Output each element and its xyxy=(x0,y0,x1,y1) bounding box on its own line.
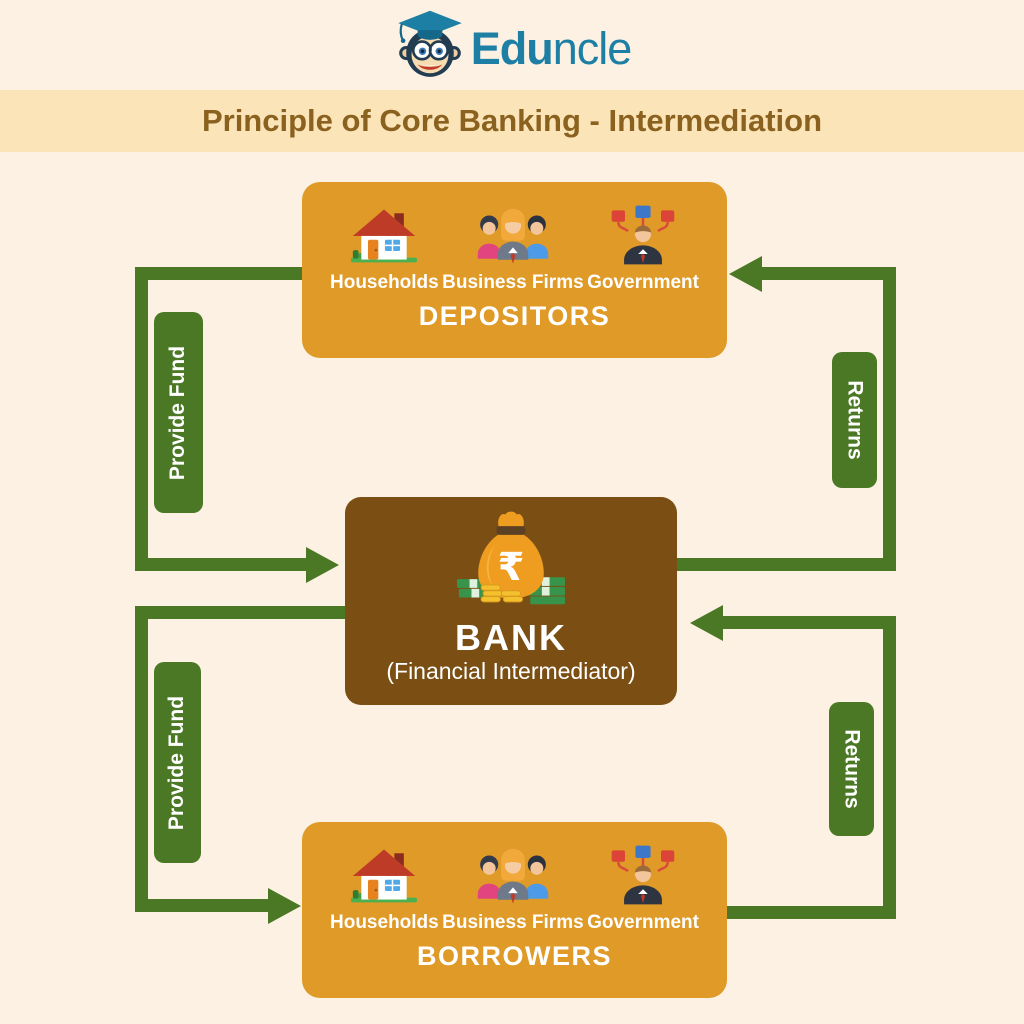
provide-fund-bottom-arrowhead-icon xyxy=(268,888,301,924)
depositors-government: Government xyxy=(587,200,699,294)
provide-fund-top-arrowhead-icon xyxy=(306,547,339,583)
eduncle-logo: Eduncle xyxy=(0,8,1024,88)
business-people-icon xyxy=(473,840,553,906)
business-firms-label: Business Firms xyxy=(442,272,584,293)
provide-fund-bottom-line-h2 xyxy=(135,899,270,912)
brand-wordmark: Eduncle xyxy=(470,22,633,74)
house-icon xyxy=(350,840,418,906)
title-banner: Principle of Core Banking - Intermediati… xyxy=(0,90,1024,152)
returns-top-line-h1 xyxy=(675,558,896,571)
borrowers-members-row: Households xyxy=(302,822,727,934)
brand-text-bold: Edu xyxy=(470,22,554,74)
borrowers-government: Government xyxy=(587,840,699,934)
bank-box: ₹ BANK (Financial Intermediator) xyxy=(345,497,677,705)
provide-fund-top-line-h2 xyxy=(135,558,306,571)
business-people-icon xyxy=(473,200,553,266)
house-icon xyxy=(350,200,418,266)
borrowers-households: Households xyxy=(330,840,439,934)
monkey-graduate-icon xyxy=(393,9,467,88)
returns-bottom-line-h2 xyxy=(715,616,896,629)
money-bag-rupee-icon: ₹ xyxy=(345,497,677,619)
svg-text:₹: ₹ xyxy=(498,545,525,590)
page-title: Principle of Core Banking - Intermediati… xyxy=(201,103,823,138)
households-label: Households xyxy=(330,272,439,293)
provide-fund-top-line-v xyxy=(135,267,148,571)
provide-fund-bottom-label-text: Provide Fund xyxy=(165,695,189,830)
depositors-box: Households xyxy=(302,182,727,358)
bank-subtitle: (Financial Intermediator) xyxy=(386,657,636,684)
returns-top-line-v xyxy=(883,267,896,571)
org-chart-person-icon xyxy=(607,200,679,266)
provide-fund-top-label-text: Provide Fund xyxy=(166,345,190,480)
government-label: Government xyxy=(587,912,699,933)
returns-bottom-arrowhead-icon xyxy=(690,605,723,641)
returns-bottom-line-h1 xyxy=(725,906,896,919)
returns-top-label: Returns xyxy=(832,352,877,488)
depositors-business-firms: Business Firms xyxy=(442,200,584,294)
returns-top-line-h2 xyxy=(750,267,896,280)
returns-bottom-label: Returns xyxy=(829,702,874,836)
returns-bottom-line-v xyxy=(883,616,896,919)
business-firms-label: Business Firms xyxy=(442,912,584,933)
borrowers-business-firms: Business Firms xyxy=(442,840,584,934)
bank-title: BANK xyxy=(455,617,567,658)
org-chart-person-icon xyxy=(607,840,679,906)
households-label: Households xyxy=(330,912,439,933)
provide-fund-top-label: Provide Fund xyxy=(154,312,203,513)
returns-bottom-label-text: Returns xyxy=(840,729,864,809)
depositors-members-row: Households xyxy=(302,182,727,294)
depositors-households: Households xyxy=(330,200,439,294)
returns-top-arrowhead-icon xyxy=(729,256,762,292)
provide-fund-top-line-h1 xyxy=(135,267,302,280)
provide-fund-bottom-line-v xyxy=(135,606,148,912)
brand-text-light: ncle xyxy=(552,22,633,74)
government-label: Government xyxy=(587,272,699,293)
depositors-title: DEPOSITORS xyxy=(418,301,611,331)
returns-top-label-text: Returns xyxy=(843,380,867,460)
provide-fund-bottom-line-h1 xyxy=(135,606,345,619)
provide-fund-bottom-label: Provide Fund xyxy=(154,662,201,863)
borrowers-box: Households xyxy=(302,822,727,998)
borrowers-title: BORROWERS xyxy=(417,941,612,971)
